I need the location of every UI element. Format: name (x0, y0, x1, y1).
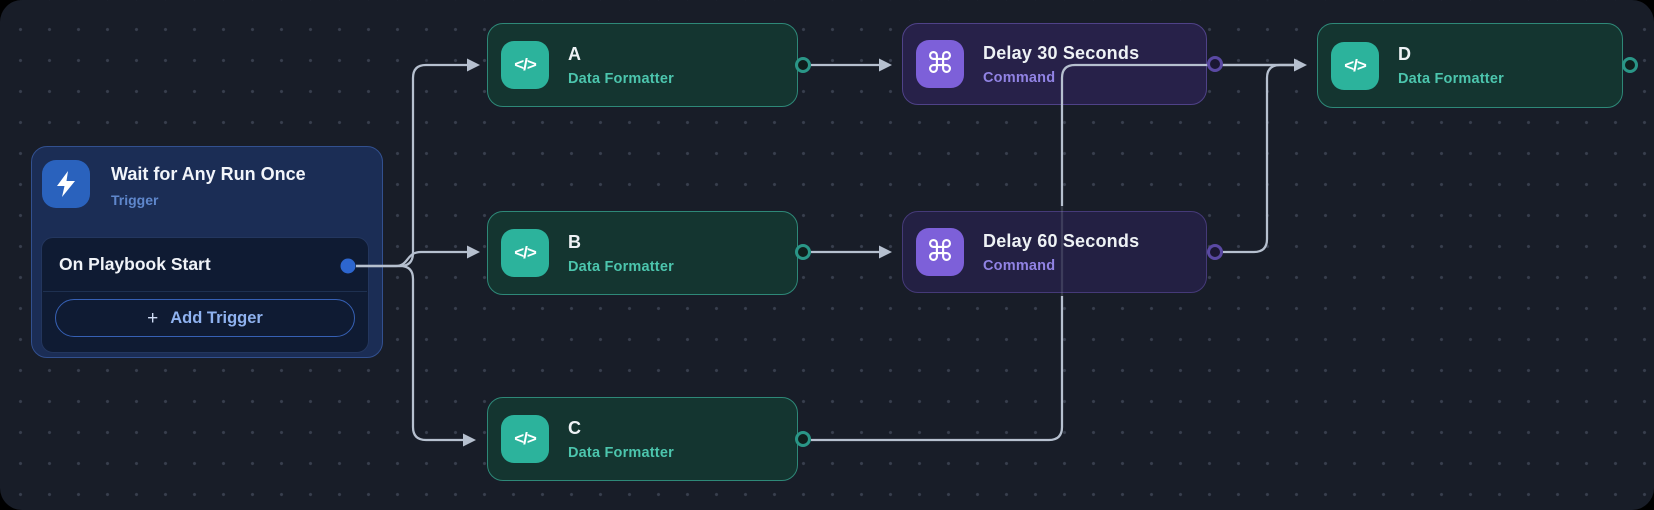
code-icon: </> (1331, 41, 1379, 90)
arrowhead-into-delay60 (879, 245, 892, 259)
node-subtitle: Data Formatter (568, 258, 674, 275)
node-c[interactable]: </> C Data Formatter (487, 397, 798, 481)
command-icon: ⌘ (916, 40, 964, 88)
code-icon: </> (501, 41, 549, 89)
divider (43, 291, 367, 292)
node-c-output-port[interactable] (795, 431, 811, 447)
node-d-output-port[interactable] (1622, 57, 1638, 73)
trigger-type-label: Trigger (111, 192, 159, 208)
add-trigger-button[interactable]: + Add Trigger (55, 299, 355, 337)
delay30-output-port[interactable] (1207, 56, 1223, 72)
node-a-output-port[interactable] (795, 57, 811, 73)
trigger-title: Wait for Any Run Once (111, 164, 306, 184)
node-title: Delay 30 Seconds (983, 42, 1140, 63)
trigger-event-label: On Playbook Start (59, 254, 211, 274)
node-b-output-port[interactable] (795, 244, 811, 260)
add-trigger-label: Add Trigger (170, 308, 263, 327)
trigger-card[interactable]: Wait for Any Run Once Trigger On Playboo… (31, 146, 383, 358)
arrowhead-into-b (467, 245, 480, 259)
node-delay-30-seconds[interactable]: ⌘ Delay 30 Seconds Command (902, 23, 1207, 105)
node-subtitle: Command (983, 69, 1056, 86)
node-subtitle: Data Formatter (568, 70, 674, 87)
trigger-card-header: Wait for Any Run Once Trigger (32, 147, 382, 208)
node-d[interactable]: </> D Data Formatter (1317, 23, 1623, 108)
node-subtitle: Command (983, 257, 1056, 274)
code-icon: </> (501, 415, 549, 463)
arrowhead-into-a (467, 58, 480, 72)
trigger-event-row[interactable]: On Playbook Start (42, 238, 368, 291)
node-title: D (1398, 44, 1412, 64)
code-icon: </> (501, 229, 549, 277)
node-subtitle: Data Formatter (568, 444, 674, 461)
node-delay-60-seconds[interactable]: ⌘ Delay 60 Seconds Command (902, 211, 1207, 293)
node-subtitle: Data Formatter (1398, 71, 1504, 87)
node-title: C (568, 417, 582, 438)
arrowhead-into-d (1294, 58, 1307, 72)
node-title: A (568, 43, 582, 64)
node-title: B (568, 231, 582, 252)
node-title: Delay 60 Seconds (983, 230, 1140, 251)
arrowhead-into-c (463, 433, 476, 447)
command-icon: ⌘ (916, 228, 964, 276)
node-b[interactable]: </> B Data Formatter (487, 211, 798, 295)
arrowhead-into-delay30 (879, 58, 892, 72)
trigger-output-port[interactable] (340, 258, 356, 274)
edge-delay60-to-d (1223, 63, 1294, 254)
plus-icon: + (147, 307, 159, 329)
delay60-output-port[interactable] (1207, 244, 1223, 260)
trigger-events-panel: On Playbook Start + Add Trigger (41, 237, 369, 353)
node-a[interactable]: </> A Data Formatter (487, 23, 798, 107)
lightning-icon (42, 160, 90, 208)
